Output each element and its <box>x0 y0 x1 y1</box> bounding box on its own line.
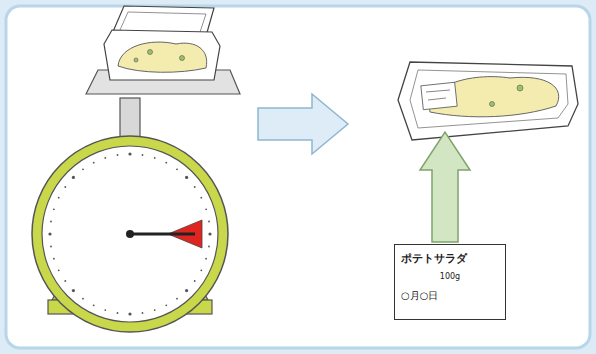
dial-tick <box>128 312 131 315</box>
dial-tick <box>58 269 60 271</box>
dial-tick <box>208 246 210 248</box>
scale-dial <box>42 146 218 322</box>
weight-text: 100g <box>395 272 505 281</box>
dial-tick <box>72 289 75 292</box>
scale-body <box>32 136 228 332</box>
frame <box>6 6 590 348</box>
dial-tick <box>117 154 119 156</box>
dial-tick <box>200 197 202 199</box>
dial-tick <box>208 232 211 235</box>
dial-tick <box>104 157 106 159</box>
date-text: ○月○日 <box>401 289 438 303</box>
dial-tick <box>176 298 178 300</box>
dial-tick <box>176 168 178 170</box>
dial-tick <box>64 280 66 282</box>
dial-tick <box>205 258 207 260</box>
dial-tick <box>154 157 156 159</box>
dial-tick <box>82 168 84 170</box>
dial-tick <box>82 298 84 300</box>
dial-tick <box>142 154 144 156</box>
dial-tick <box>185 289 188 292</box>
dial-tick <box>72 176 75 179</box>
sealed-container <box>398 62 578 140</box>
process-arrow <box>258 94 348 154</box>
potato-salad <box>118 42 207 72</box>
dial-tick <box>185 176 188 179</box>
dial-tick <box>117 312 119 314</box>
dial-tick <box>194 186 196 188</box>
dial-tick <box>64 186 66 188</box>
container <box>104 30 220 80</box>
dial-tick <box>53 258 55 260</box>
dial-tick <box>48 232 51 235</box>
dial-tick <box>165 304 167 306</box>
dial-tick <box>205 208 207 210</box>
dial-tick <box>58 197 60 199</box>
sticker <box>421 82 457 109</box>
dial-tick <box>128 152 131 155</box>
dial-tick <box>50 246 52 248</box>
product-name: ポテトサラダ <box>401 251 467 266</box>
dial-tick <box>104 309 106 311</box>
dial-tick <box>165 162 167 164</box>
dial-tick <box>93 304 95 306</box>
dial-tick <box>50 221 52 223</box>
dial-tick <box>154 309 156 311</box>
dial-tick <box>200 269 202 271</box>
needle-pivot <box>126 230 134 238</box>
pointer-arrow <box>420 132 470 242</box>
scale-stem <box>120 98 140 138</box>
dial-tick <box>53 208 55 210</box>
dial-tick <box>194 280 196 282</box>
label-card: ポテトサラダ 100g ○月○日 <box>394 244 506 320</box>
dial-tick <box>142 312 144 314</box>
dial-tick <box>208 221 210 223</box>
dial-tick <box>93 162 95 164</box>
needle <box>130 233 195 236</box>
dial-ticks <box>48 152 211 315</box>
